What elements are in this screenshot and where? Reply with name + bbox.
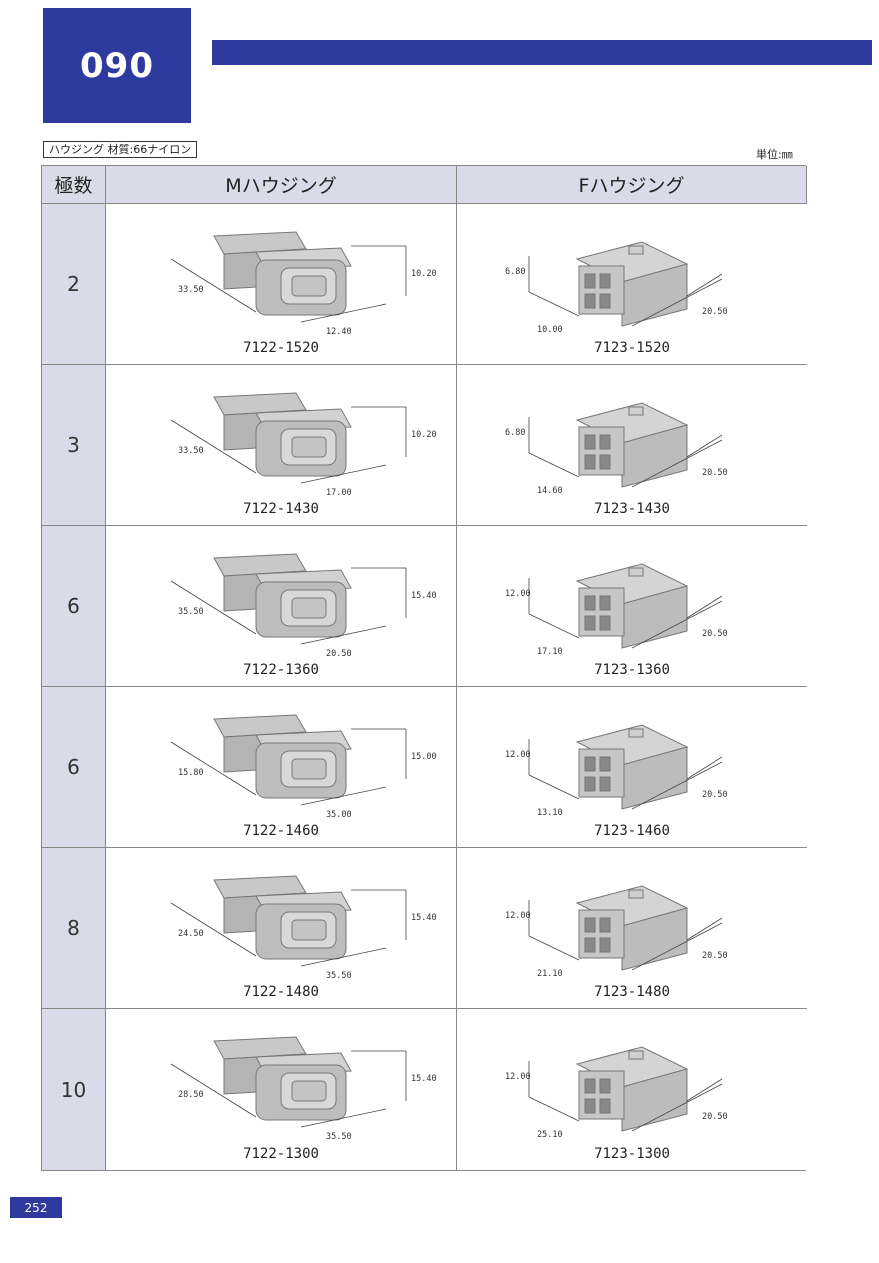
pole-count: 3	[42, 365, 106, 526]
page-number: 252	[10, 1197, 62, 1218]
dimension-height: 15.00	[411, 752, 437, 762]
m-housing-cell: 24.50 35.50 15.40 7122-1480	[106, 848, 457, 1009]
dimension-height: 12.00	[505, 911, 531, 921]
part-number: 7123-1300	[594, 1146, 670, 1162]
dimension-width: 20.50	[326, 649, 352, 659]
m-housing-cell: 28.50 35.50 15.40 7122-1300	[106, 1009, 457, 1170]
m-housing-cell: 35.50 20.50 15.40 7122-1360	[106, 526, 457, 687]
part-number: 7123-1520	[594, 340, 670, 356]
f-housing-drawing: 13.10 20.50 12.00	[505, 724, 728, 818]
part-number: 7122-1520	[243, 340, 319, 356]
unit-label: 単位:㎜	[756, 148, 793, 161]
dimension-length: 20.50	[702, 790, 728, 800]
series-badge: 090	[43, 8, 191, 123]
dimension-height: 15.40	[411, 913, 437, 923]
dimension-length: 20.50	[702, 468, 728, 478]
dimension-width: 35.50	[326, 971, 352, 981]
f-housing-cell: 21.10 20.50 12.00 7123-1480	[457, 848, 807, 1009]
f-housing-drawing: 21.10 20.50 12.00	[505, 885, 728, 979]
dimension-width: 14.60	[537, 486, 563, 496]
part-number: 7123-1430	[594, 501, 670, 517]
pole-count: 6	[42, 526, 106, 687]
part-number: 7122-1480	[243, 984, 319, 1000]
m-housing-cell: 15.80 35.00 15.00 7122-1460	[106, 687, 457, 848]
dimension-length: 33.50	[178, 285, 204, 295]
dimension-width: 21.10	[537, 969, 563, 979]
header-bar	[212, 40, 872, 65]
dimension-width: 35.50	[326, 1132, 352, 1142]
pole-count: 8	[42, 848, 106, 1009]
part-number: 7122-1300	[243, 1146, 319, 1162]
part-number: 7122-1360	[243, 662, 319, 678]
material-label: ハウジング 材質:66ナイロン	[43, 141, 198, 158]
dimension-width: 17.10	[537, 647, 563, 657]
header-m-housing: Mハウジング	[106, 166, 457, 204]
dimension-length: 15.80	[178, 768, 204, 778]
f-housing-drawing: 17.10 20.50 12.00	[505, 563, 728, 657]
m-housing-drawing: 35.50 20.50 15.40	[170, 553, 437, 659]
pole-count: 6	[42, 687, 106, 848]
m-housing-drawing: 24.50 35.50 15.40	[170, 875, 437, 981]
f-housing-drawing: 14.60 20.50 6.80	[505, 402, 728, 496]
dimension-length: 33.50	[178, 446, 204, 456]
dimension-width: 25.10	[537, 1130, 563, 1140]
part-number: 7122-1460	[243, 823, 319, 839]
part-number: 7123-1460	[594, 823, 670, 839]
dimension-height: 12.00	[505, 1072, 531, 1082]
dimension-length: 28.50	[178, 1090, 204, 1100]
dimension-height: 15.40	[411, 591, 437, 601]
part-number: 7122-1430	[243, 501, 319, 517]
part-number: 7123-1480	[594, 984, 670, 1000]
f-housing-cell: 14.60 20.50 6.80 7123-1430	[457, 365, 807, 526]
pole-count: 2	[42, 204, 106, 365]
dimension-width: 13.10	[537, 808, 563, 818]
m-housing-drawing: 28.50 35.50 15.40	[170, 1036, 437, 1142]
header-poles: 極数	[42, 166, 106, 204]
dimension-height: 12.00	[505, 589, 531, 599]
pole-count: 10	[42, 1009, 106, 1170]
m-housing-drawing: 33.50 12.40 10.20	[170, 231, 437, 337]
dimension-length: 20.50	[702, 951, 728, 961]
m-housing-drawing: 15.80 35.00 15.00	[170, 714, 437, 820]
f-housing-cell: 25.10 20.50 12.00 7123-1300	[457, 1009, 807, 1170]
dimension-length: 20.50	[702, 1112, 728, 1122]
dimension-height: 10.20	[411, 269, 437, 279]
f-housing-cell: 10.00 20.50 6.80 7123-1520	[457, 204, 807, 365]
m-housing-cell: 33.50 17.00 10.20 7122-1430	[106, 365, 457, 526]
f-housing-cell: 17.10 20.50 12.00 7123-1360	[457, 526, 807, 687]
dimension-height: 12.00	[505, 750, 531, 760]
dimension-height: 15.40	[411, 1074, 437, 1084]
f-housing-drawing: 25.10 20.50 12.00	[505, 1046, 728, 1140]
part-number: 7123-1360	[594, 662, 670, 678]
dimension-height: 6.80	[505, 267, 525, 277]
dimension-width: 10.00	[537, 325, 563, 335]
dimension-length: 20.50	[702, 307, 728, 317]
f-housing-cell: 13.10 20.50 12.00 7123-1460	[457, 687, 807, 848]
dimension-width: 17.00	[326, 488, 352, 498]
f-housing-drawing: 10.00 20.50 6.80	[505, 241, 728, 335]
m-housing-cell: 33.50 12.40 10.20 7122-1520	[106, 204, 457, 365]
dimension-height: 6.80	[505, 428, 525, 438]
dimension-width: 12.40	[326, 327, 352, 337]
series-number: 090	[80, 45, 154, 86]
connector-table: 極数 Mハウジング Fハウジング 2 33.50 12.40 10.20 7122-1…	[41, 165, 807, 1171]
dimension-height: 10.20	[411, 430, 437, 440]
dimension-length: 35.50	[178, 607, 204, 617]
dimension-length: 24.50	[178, 929, 204, 939]
dimension-width: 35.00	[326, 810, 352, 820]
header-f-housing: Fハウジング	[457, 166, 807, 204]
dimension-length: 20.50	[702, 629, 728, 639]
m-housing-drawing: 33.50 17.00 10.20	[170, 392, 437, 498]
